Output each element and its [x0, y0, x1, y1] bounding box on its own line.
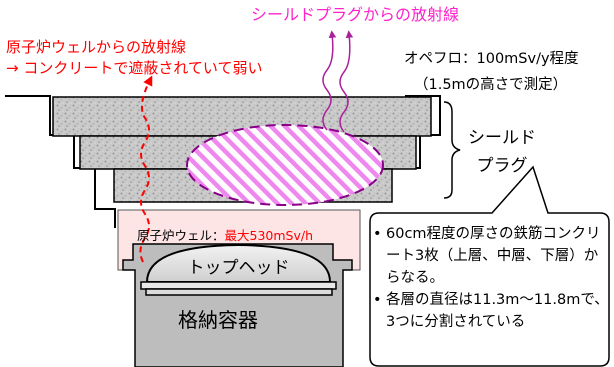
- shield-plug-line2: プラグ: [476, 156, 528, 176]
- reactor-radiation-wave: [139, 75, 153, 263]
- reactor-well-prefix: 原子炉ウェル：: [137, 228, 225, 243]
- reactor-radiation-line1: 原子炉ウェルからの放射線: [6, 38, 187, 56]
- top-head-dome: [145, 243, 332, 283]
- reactor-radiation-line2: → コンクリートで遮蔽されていて弱い: [6, 59, 263, 77]
- callout-item: 60cm程度の厚さの鉄筋コンクリート3枚（上層、中層、下層）からなる。: [370, 223, 610, 289]
- hot-spot-ellipse: [186, 124, 384, 206]
- top-head-flange-lower: [145, 288, 333, 296]
- plug-bracket: [443, 101, 461, 199]
- plug-radiation-label: シールドプラグからの放射線: [251, 5, 460, 24]
- plug-radiation-wave-1: [322, 30, 337, 131]
- reactor-radiation-label: 原子炉ウェルからの放射線 → コンクリートで遮蔽されていて弱い: [6, 37, 262, 79]
- shield-plug-line1: シールド: [468, 128, 536, 148]
- containment-vessel-label: 格納容器: [178, 308, 258, 332]
- callout-list: 60cm程度の厚さの鉄筋コンクリート3枚（上層、中層、下層）からなる。 各層の直…: [370, 223, 610, 333]
- plug-radiation-wave-2: [339, 30, 354, 133]
- callout-text: 60cm程度の厚さの鉄筋コンクリート3枚（上層、中層、下層）からなる。 各層の直…: [370, 223, 610, 333]
- callout-item: 各層の直径は11.3m〜11.8mで、3つに分割されている: [370, 289, 610, 333]
- reactor-well-label: 原子炉ウェル：最大530mSv/h: [137, 228, 313, 243]
- operating-floor-dose: オペフロ：100mSv/y程度: [404, 51, 579, 67]
- pit-outline: [5, 95, 116, 228]
- top-head-label: トップヘッド: [187, 258, 290, 278]
- top-head-flange: [140, 281, 337, 290]
- shield-plug-label: シールド プラグ: [468, 124, 536, 180]
- reactor-well-dose: 最大530mSv/h: [224, 228, 314, 243]
- measurement-height-note: （1.5mの高さで測定）: [414, 77, 568, 93]
